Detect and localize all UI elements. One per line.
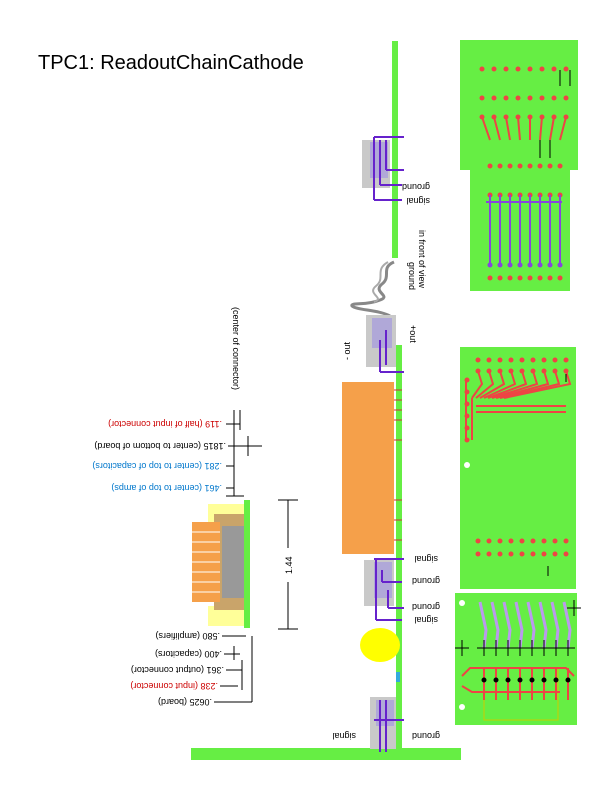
page-title: TPC1: ReadoutChainCathode (38, 52, 304, 74)
label-plus-out: +out (408, 325, 418, 343)
length-dimension (278, 499, 298, 630)
bottom-board (191, 748, 461, 760)
amp-leads (394, 389, 402, 541)
label-ground-1: ground (402, 182, 430, 192)
dim-4: .580 (amplifiers) (155, 631, 220, 641)
vertical-board-lower (396, 345, 402, 755)
center-assembly (191, 41, 461, 760)
bottom-right-board (455, 593, 581, 725)
lower-dimension-lines (214, 635, 253, 703)
dim-2: .281 (center to top of capacitors) (92, 461, 222, 471)
dimension-notes: (center of connector) .119 (half of inpu… (92, 307, 241, 707)
dim-0: .119 (half of input connector) (108, 419, 222, 429)
top-right-board (460, 40, 578, 291)
label-minus-out: - out (342, 341, 352, 360)
dim-6: .361 (output connector) (131, 665, 224, 675)
label-ground-bottom: ground (412, 731, 440, 741)
center-of-connector-note: (center of connector) (231, 307, 241, 390)
label-signal-bottom: signal (332, 731, 356, 741)
dim-1: .1815 (center to bottom of board) (94, 441, 226, 451)
upper-dimension-lines (226, 410, 262, 497)
dim-8: .0625 (board) (158, 697, 212, 707)
output-connector (366, 315, 404, 373)
length-label: 1.44 (284, 556, 294, 574)
yellow-disc (360, 628, 400, 662)
label-signal-3: signal (414, 615, 438, 625)
label-in-front-of-view: in front of view (417, 230, 427, 289)
input-connector (364, 558, 404, 621)
side-view-board (192, 500, 250, 628)
ground-wire (350, 260, 395, 318)
dim-3: .461 (center to top of amps) (111, 483, 222, 493)
label-ground-2: ground (412, 576, 440, 586)
label-signal-1: signal (406, 196, 430, 206)
amp-block (342, 382, 394, 554)
dim-5: .400 (capacitors) (155, 649, 222, 659)
center-labels: ground signal ground in front of view - … (332, 182, 440, 741)
vertical-board-upper (392, 41, 398, 258)
bottom-connector (370, 697, 404, 752)
top-connector (362, 136, 404, 201)
label-ground-3: ground (412, 602, 440, 612)
middle-right-board (460, 347, 576, 589)
label-signal-2: signal (414, 554, 438, 564)
dim-7: .238 (input connector) (130, 681, 218, 691)
label-ground-front: ground (407, 262, 417, 290)
